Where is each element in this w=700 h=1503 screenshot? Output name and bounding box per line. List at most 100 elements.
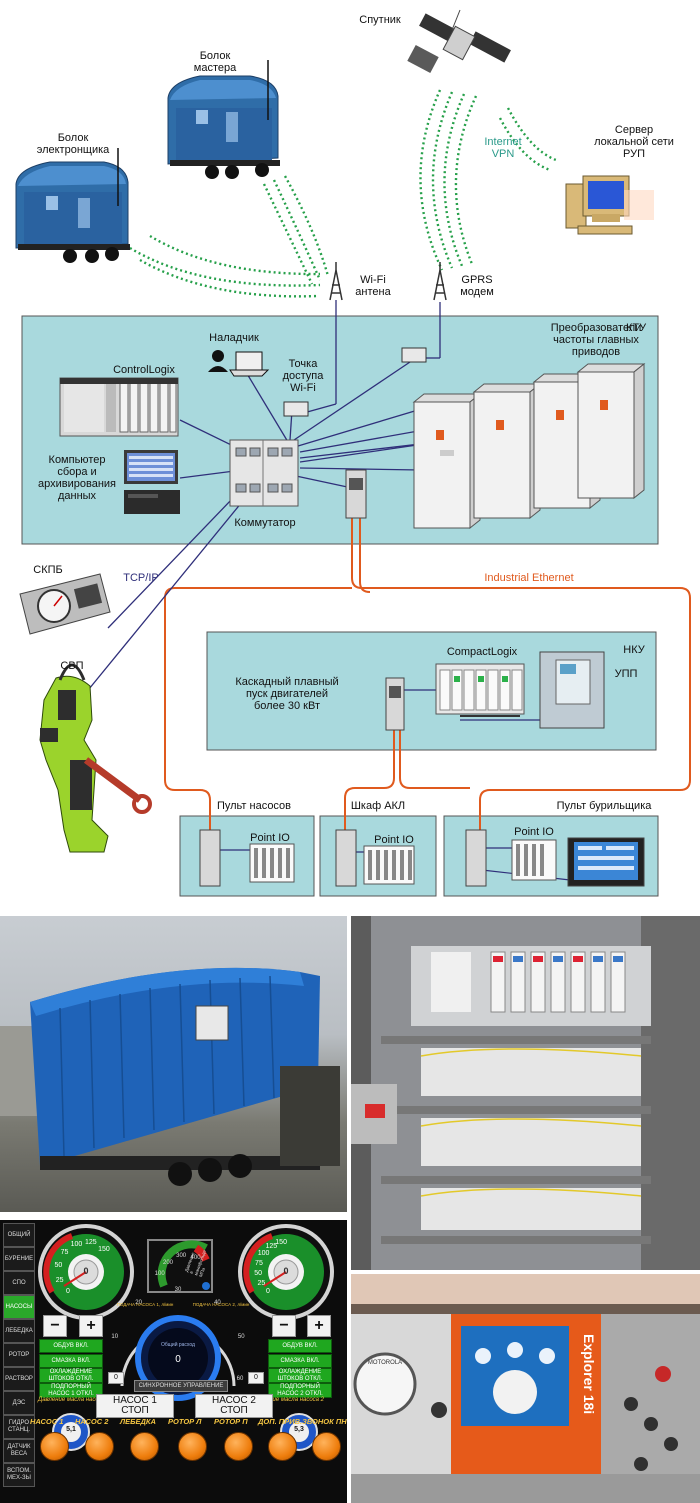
tcp-ip-label: TCP/IP (123, 572, 159, 584)
gauge-tick-label: 125 (265, 1243, 278, 1251)
hmi-bottom-label: РОТОР П (214, 1417, 248, 1426)
hmi-orange-button[interactable] (178, 1432, 207, 1461)
center-gauge-caption: Общий расход (161, 1342, 195, 1348)
hmi-bottom-label: ДОП. ПРИВ. (258, 1417, 303, 1426)
gauge-tick-label: 50 (254, 1270, 263, 1278)
data-computer-label: Компьютер сбора и архивирования данных (38, 454, 116, 502)
wifi-antenna-label: Wi-Fi антена (355, 274, 391, 298)
left-gauge-value: 0 (83, 1266, 89, 1276)
gauge-tick-label: 10 (111, 1334, 119, 1341)
explorer-brand-label: Explorer 18i (581, 1334, 597, 1415)
person-icon (208, 350, 228, 372)
satellite-icon (407, 9, 511, 74)
master-trailer-label: Болок мастера (193, 50, 237, 74)
hmi-bottom-label: НАСОС 2 (75, 1417, 109, 1426)
hmi-bottom-label: НАСОС 1 (30, 1417, 64, 1426)
hmi-nav-button[interactable]: СПО (3, 1271, 35, 1295)
adjuster-label: Наладчик (209, 332, 259, 344)
oil-gauge-1-value: 5,1 (66, 1426, 76, 1433)
wifi-access-point-box (283, 401, 309, 417)
hmi-nav-button[interactable]: ЛЕБЕДКА (3, 1319, 35, 1343)
driller-console-photo: Explorer 18i MOTOROLA (351, 1274, 700, 1503)
compactlogix-icon (435, 663, 525, 717)
frequency-converters-label: Преобразователи частоты главных приводов (550, 322, 642, 358)
gauge-tick-label: 60 (236, 1375, 244, 1382)
trailer-master-icon (167, 60, 280, 179)
pump1-controls-button[interactable]: ПОДПОРНЫЙ НАСОС 1 ОТКЛ. (39, 1383, 103, 1398)
oil-gauge-2-value: 5,3 (294, 1426, 304, 1433)
pump-panel-label: Пульт насосов (216, 800, 292, 812)
data-computer-icon (124, 450, 180, 514)
upp-soft-starter-icon (539, 651, 605, 729)
hmi-orange-button[interactable] (224, 1432, 253, 1461)
gauge-tick-label: 200 (162, 1259, 173, 1266)
gauge-tick-label: 400 (190, 1254, 201, 1261)
point-io-label-driller: Point IO (514, 826, 554, 838)
hmi-orange-button[interactable] (40, 1432, 69, 1461)
pump2-controls-button[interactable]: ОБДУВ ВКЛ. (268, 1339, 332, 1353)
gauge-tick-label: 50 (237, 1334, 245, 1341)
point-io-label-akl: Point IO (374, 834, 414, 846)
hmi-nav-button[interactable]: ОБЩИЙ (3, 1223, 35, 1247)
gauge-tick-label: 0 (266, 1288, 270, 1296)
gauge-tick-label: 300 (176, 1253, 187, 1260)
pump1-stop-button[interactable]: НАСОС 1 СТОП (96, 1394, 174, 1418)
gprs-modem-box (401, 347, 427, 363)
hmi-nav-button[interactable]: ГИДРО СТАНЦ. (3, 1415, 35, 1439)
pump1-controls-button[interactable]: ОБДУВ ВКЛ. (39, 1339, 103, 1353)
oil-pressure-2-caption: Давление масла насоса 2 (252, 1397, 325, 1403)
pump2-plus-button[interactable]: + (307, 1315, 331, 1337)
pump2-controls-button[interactable]: ПОДПОРНЫЙ НАСОС 2 ОТКЛ. (268, 1383, 332, 1398)
hmi-orange-button[interactable] (268, 1432, 297, 1461)
gauge-tick-label: 150 (98, 1245, 110, 1253)
hmi-nav-button[interactable]: ВСПОМ. МЕХ-ЗЫ (3, 1463, 35, 1487)
controllogix-label: ControlLogix (113, 364, 175, 376)
motorola-logo: MOTOROLA (367, 1360, 403, 1366)
frequency-converters-icon (412, 362, 646, 530)
svp-label: СВП (60, 660, 84, 672)
gauge-tick-label: 20 (135, 1300, 142, 1307)
hmi-orange-button[interactable] (85, 1432, 114, 1461)
pump1-minus-button[interactable]: − (43, 1315, 67, 1337)
pump1-controls-button[interactable]: ОХЛАЖДЕНИЕ ШТОКОВ ОТКЛ. (39, 1368, 103, 1383)
hmi-orange-button[interactable] (130, 1432, 159, 1461)
right-gauge-value: 0 (283, 1266, 289, 1276)
gauge-tick-label: 75 (60, 1249, 69, 1256)
pump1-controls-button[interactable]: СМАЗКА ВКЛ. (39, 1354, 103, 1368)
sync-control-button[interactable]: СИНХРОННОЕ УПРАВЛЕНИЕ (134, 1380, 228, 1392)
hmi-nav-button[interactable]: БУРЕНИЕ (3, 1247, 35, 1271)
pump2-controls-button[interactable]: СМАЗКА ВКЛ. (268, 1354, 332, 1368)
industrial-ethernet-label: Industrial Ethernet (484, 572, 574, 584)
hmi-orange-button[interactable] (312, 1432, 341, 1461)
hmi-nav-button[interactable]: ДЭС (3, 1391, 35, 1415)
hmi-nav-button[interactable]: НАСОСЫ (3, 1295, 35, 1319)
industrial-ethernet-line-left (164, 587, 352, 838)
wifi-antenna (329, 262, 343, 301)
server-label: Сервер локальной сети РУП (594, 124, 674, 160)
hmi-bottom-label: РОТОР Л (168, 1417, 202, 1426)
zero-right-box: 0 (248, 1372, 264, 1384)
driller-panel-label: Пульт бурильщика (556, 800, 652, 812)
control-cabinet-photo (351, 916, 700, 1270)
pump1-plus-button[interactable]: + (79, 1315, 103, 1337)
gauge-tick-label: 100 (257, 1250, 270, 1258)
hmi-nav-button[interactable]: РАСТВОР (3, 1367, 35, 1391)
hmi-nav-button[interactable]: РОТОР (3, 1343, 35, 1367)
gauge-tick-label: 25 (55, 1276, 64, 1284)
gauge-tick-label: 40 (214, 1300, 221, 1307)
hmi-nav-button[interactable]: ДАТЧИК ВЕСА (3, 1439, 35, 1463)
server-icon (565, 175, 654, 235)
akl-cabinet-label: Шкаф АКЛ (350, 800, 406, 812)
compactlogix-label: CompactLogix (446, 646, 518, 658)
pump2-minus-button[interactable]: − (272, 1315, 296, 1337)
network-diagram (15, 9, 691, 897)
pump2-stop-button[interactable]: НАСОС 2 СТОП (195, 1394, 273, 1418)
oil-pressure-1-caption: Давление масла насоса 1 (38, 1397, 111, 1403)
ethernet-switch-small (345, 469, 367, 519)
pump2-controls-button[interactable]: ОХЛАЖДЕНИЕ ШТОКОВ ОТКЛ. (268, 1368, 332, 1383)
laptop-icon (229, 351, 270, 377)
pump1-flow-caption: ПОДАЧА НАСОСА 1, л/мин (116, 1302, 174, 1307)
wifi-waves (129, 89, 557, 298)
gauge-tick-label: 150 (275, 1239, 287, 1247)
ktu-label: КТУ (625, 322, 647, 334)
